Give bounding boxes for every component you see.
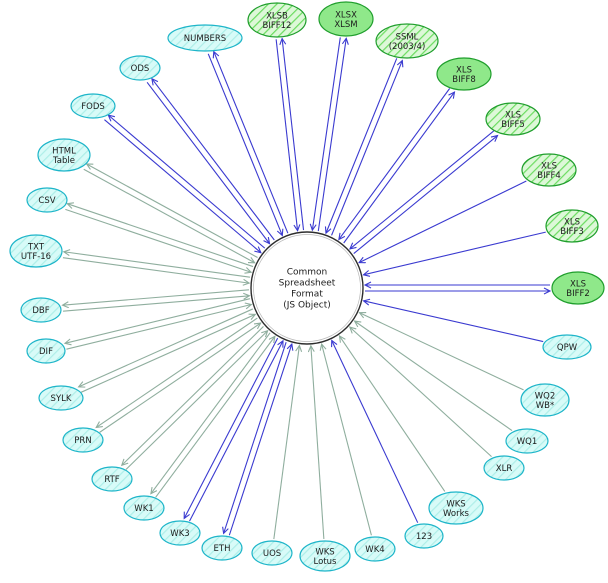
node-label: NUMBERS [184,34,226,44]
edge-wq2-wb [358,311,524,391]
edge-wq1 [353,320,513,432]
edge-wks-lotus [307,344,325,540]
node-dif: DIF [26,338,66,364]
node-eth: ETH [201,535,243,561]
edge-xls-biff5 [348,130,499,254]
edge-dif [63,298,253,350]
node-ssml: SSML(2003/4) [375,23,439,59]
node-label: ETH [214,544,231,554]
node-fods: FODS [70,93,116,119]
edges [61,37,552,540]
node-label: WK1 [134,504,153,514]
node-prn: PRN [62,427,104,453]
node-uos: UOS [251,540,293,566]
edge-numbers [207,50,289,237]
edge-xls-biff3 [362,231,546,277]
node-qpw: QPW [542,334,592,360]
edge-prn [95,317,262,433]
node-label: RTF [104,475,119,485]
node-label: XLR [496,464,513,474]
node-123: 123 [404,523,444,549]
node-sylk: SYLK [38,385,84,411]
node-label: DBF [32,306,49,316]
node-label: CSV [38,196,55,206]
node-dbf: DBF [20,297,62,323]
node-label: PRN [74,436,91,446]
edge-wk1 [150,332,276,498]
node-wk1: WK1 [123,495,165,521]
node-label: WK3 [170,529,189,539]
node-xlr: XLR [483,455,525,481]
edge-uos [273,344,303,540]
node-wk3: WK3 [159,520,201,546]
node-label: DIF [39,347,53,357]
node-numbers: NUMBERS [167,24,243,52]
edge-xlsx-xlsm [309,37,349,232]
node-label: WQ1 [517,437,538,447]
node-rtf: RTF [91,466,133,492]
edge-txt [62,249,251,286]
node-label: 123 [416,532,432,542]
edge-rtf [120,326,269,470]
node-ods: ODS [119,55,161,81]
node-label: FODS [81,102,105,112]
edge-123 [331,339,419,523]
node-label: SSML(2003/4) [389,32,426,52]
node-csv: CSV [26,187,68,213]
edge-xlsb [275,37,305,232]
edge-csv [65,202,254,274]
node-wk4: WK4 [354,536,396,562]
edge-wk4 [319,342,372,536]
edge-xls-biff4 [358,180,527,264]
node-label: UOS [263,549,281,559]
edge-fods [104,114,266,254]
node-wq1: WQ1 [505,428,549,454]
node-label: ODS [131,64,150,74]
edge-wks-works [338,335,446,492]
node-label: QPW [557,343,578,353]
edge-wk3 [183,337,284,522]
edge-ssml [324,58,404,236]
edge-dbf [61,289,251,312]
edge-ods [146,77,275,245]
node-label: SYLK [51,394,72,404]
edge-xls-biff8 [338,88,456,244]
edge-html [83,163,258,264]
edge-xls-biff2 [363,281,552,295]
node-label: WK4 [365,545,384,555]
edge-sylk [77,308,257,393]
edge-xlr [348,326,492,458]
edge-eth [222,342,294,536]
edge-qpw [362,298,544,343]
